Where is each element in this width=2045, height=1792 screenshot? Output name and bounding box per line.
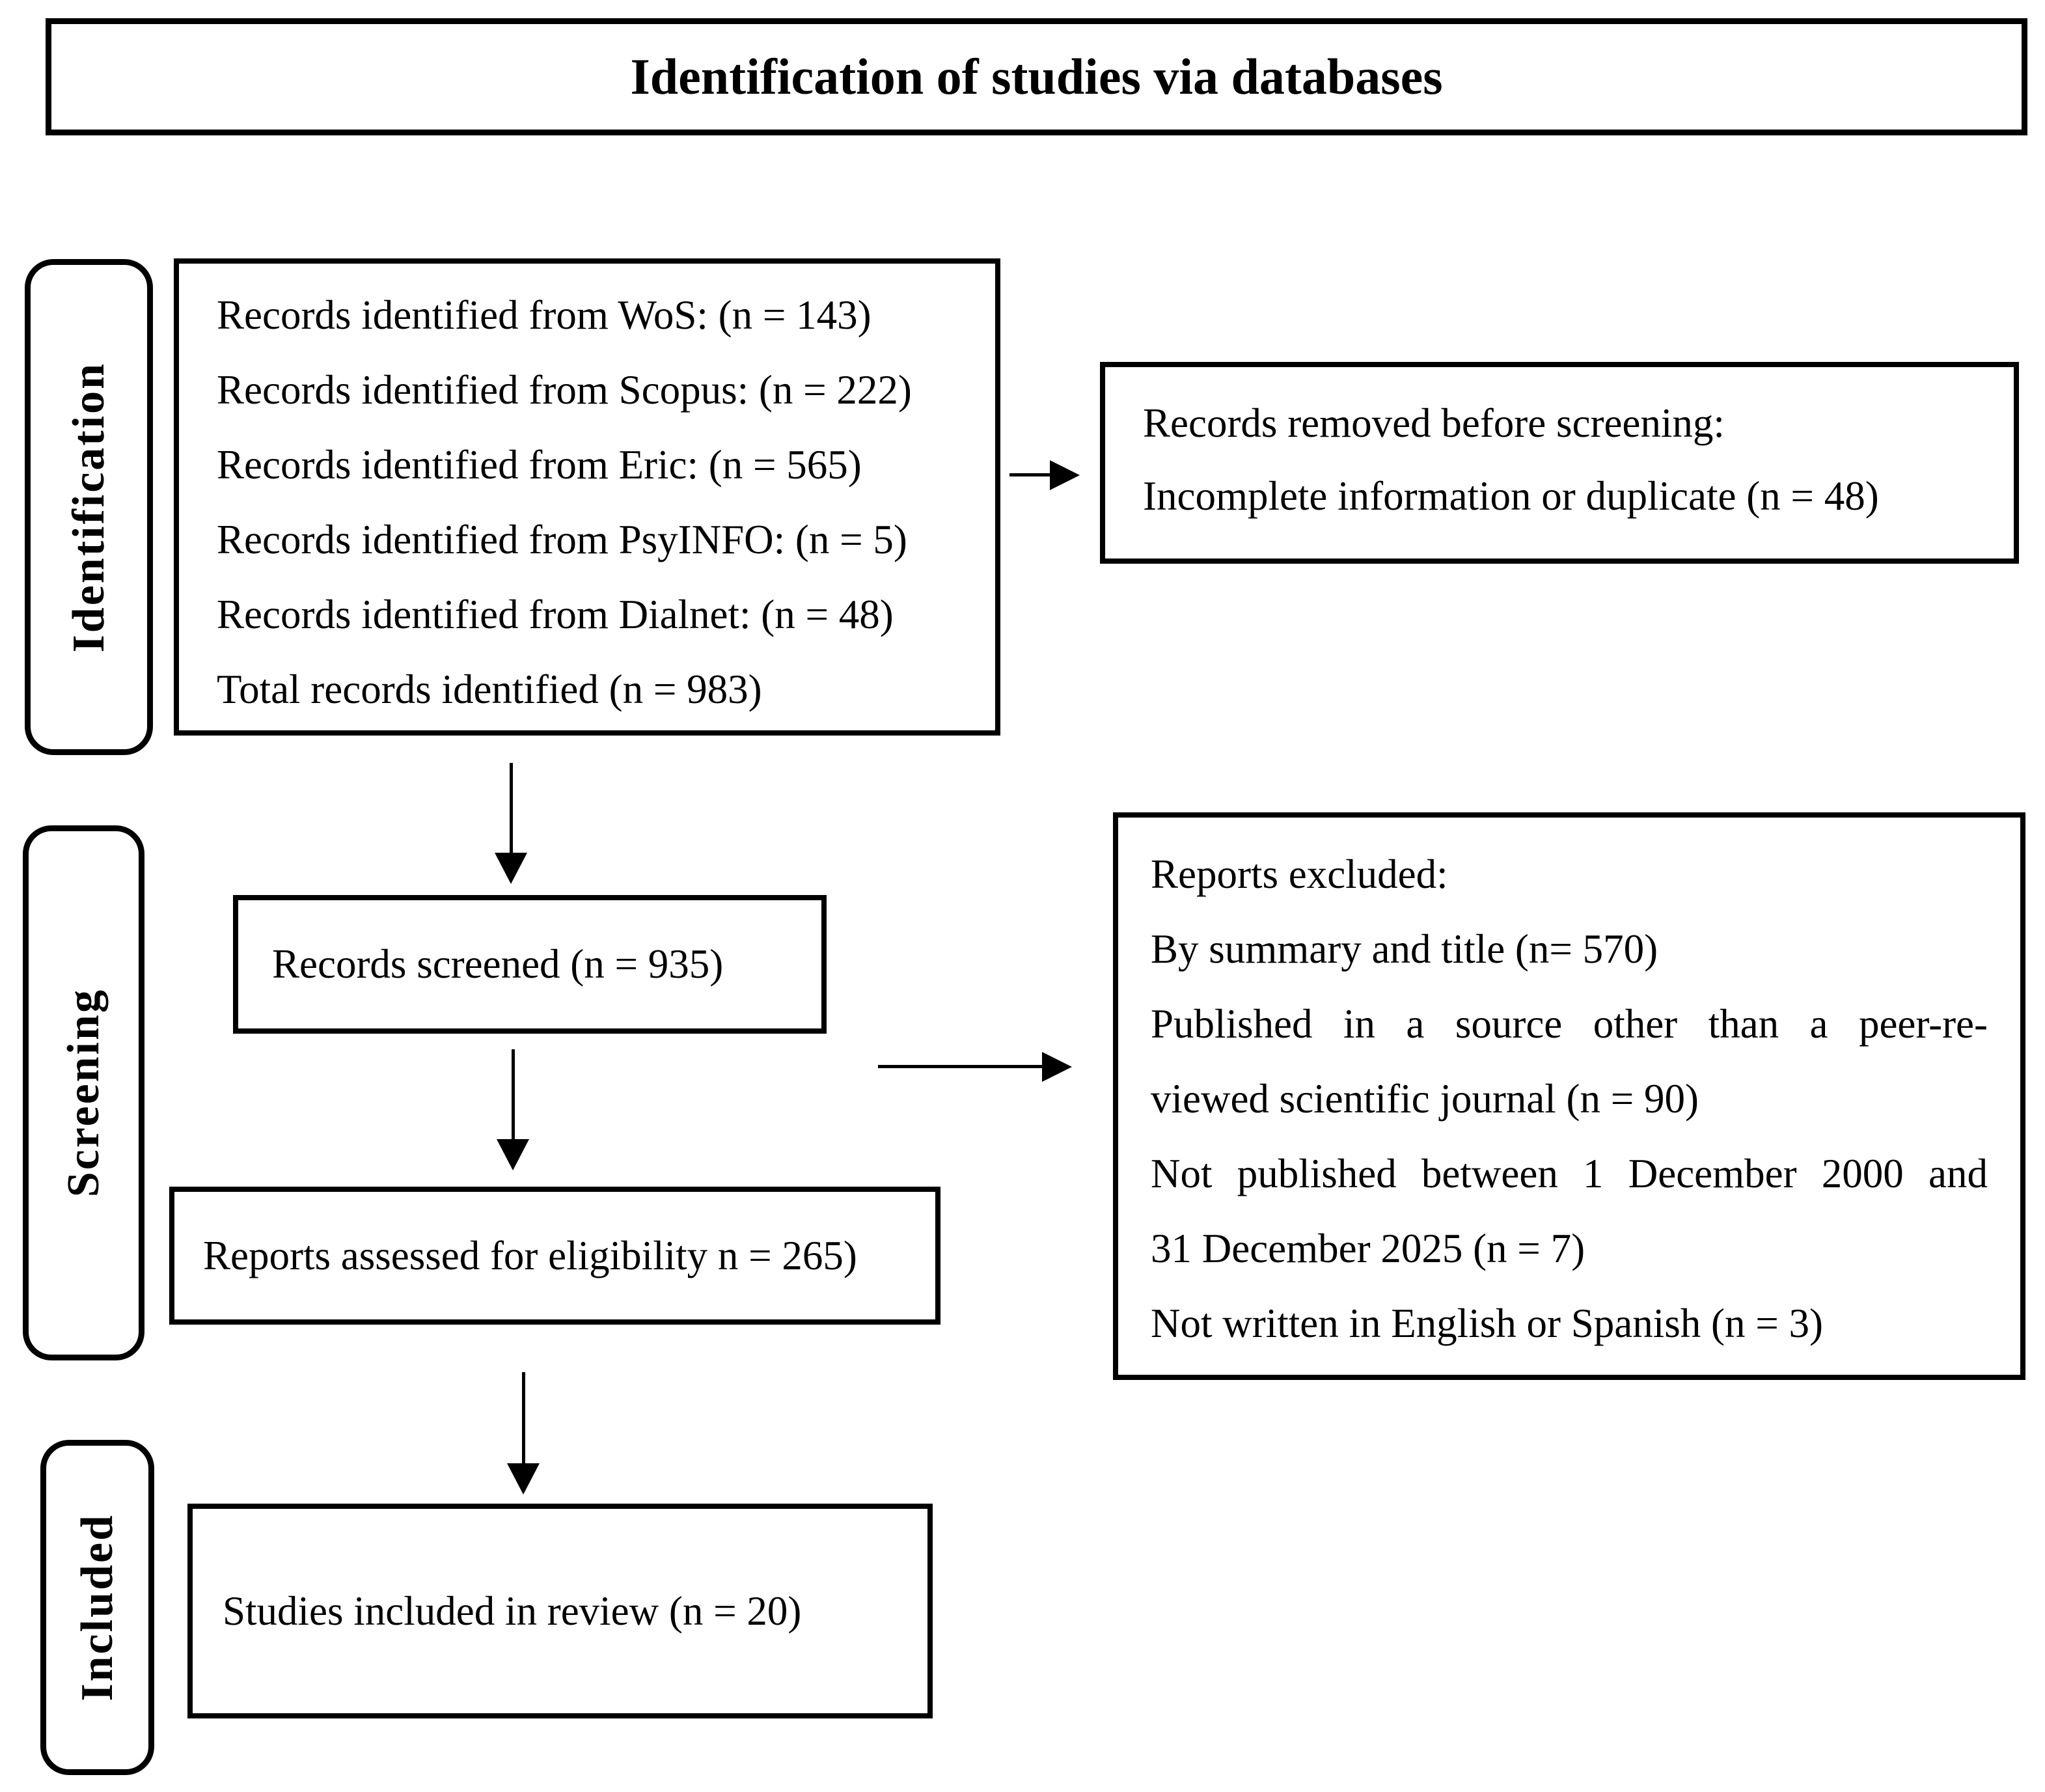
arrow-head-down-icon (497, 1139, 529, 1170)
records-removed-box: Records removed before screening: Incomp… (1100, 362, 2019, 564)
reports-assessed-text: Reports assessed for eligibility n = 265… (203, 1232, 857, 1278)
stage-label-identification: Identification (25, 259, 153, 755)
arrow-head-down-icon (495, 853, 527, 884)
records-identified-wos-line: Records identified from WoS: (n = 143) (217, 292, 872, 338)
records-identified-dialnet-line: Records identified from Dialnet: (n = 48… (217, 592, 894, 637)
arrow-assessed-to-included (507, 1372, 540, 1495)
records-identified-psyinfo-line: Records identified from PsyINFO: (n = 5) (217, 517, 907, 562)
studies-included-box: Studies included in review (n = 20) (187, 1504, 933, 1718)
studies-included-text: Studies included in review (n = 20) (223, 1588, 802, 1634)
records-screened-text: Records screened (n = 935) (272, 941, 724, 987)
title-box: Identification of studies via databases (46, 18, 2027, 135)
records-identified-scopus-line: Records identified from Scopus: (n = 222… (217, 367, 912, 413)
diagram-title: Identification of studies via databases (630, 48, 1443, 105)
reports-excluded-title-line: Reports excluded: (1151, 851, 1448, 897)
records-identified-total-line: Total records identified (n = 983) (217, 667, 762, 712)
records-identified-eric-line: Records identified from Eric: (n = 565) (217, 442, 862, 488)
reports-excluded-source-line-1: Published in a source other than a peer-… (1151, 1001, 1988, 1047)
arrow-head-right-icon (1042, 1052, 1072, 1082)
arrow-shaft (512, 1049, 515, 1140)
reports-excluded-box: Reports excluded: By summary and title (… (1113, 812, 2025, 1380)
arrow-shaft (878, 1065, 1046, 1068)
reports-excluded-dates-line-2: 31 December 2025 (n = 7) (1151, 1226, 1585, 1271)
arrow-shaft (510, 763, 513, 854)
reports-excluded-summary-line: By summary and title (n= 570) (1151, 926, 1658, 972)
arrow-screened-to-assessed (497, 1049, 529, 1170)
records-identified-box: Records identified from WoS: (n = 143) R… (174, 258, 1000, 736)
reports-assessed-box: Reports assessed for eligibility n = 265… (169, 1187, 940, 1325)
arrow-shaft (1009, 473, 1052, 476)
arrow-head-down-icon (507, 1463, 540, 1495)
stage-label-identification-text: Identification (63, 361, 114, 653)
arrow-head-right-icon (1050, 460, 1080, 490)
records-removed-reason-line: Incomplete information or duplicate (n =… (1143, 473, 1879, 519)
records-screened-box: Records screened (n = 935) (233, 895, 827, 1034)
arrow-shaft (522, 1372, 525, 1465)
reports-excluded-dates-line-1: Not published between 1 December 2000 an… (1151, 1151, 1988, 1196)
stage-label-screening-text: Screening (58, 988, 109, 1198)
stage-label-included: Included (40, 1440, 154, 1775)
records-removed-title-line: Records removed before screening: (1143, 400, 1725, 446)
arrow-identified-to-screened (495, 763, 527, 884)
reports-excluded-language-line: Not written in English or Spanish (n = 3… (1151, 1301, 1823, 1346)
stage-label-included-text: Included (72, 1513, 122, 1702)
arrow-identified-to-removed (1009, 460, 1081, 490)
stage-label-screening: Screening (23, 825, 144, 1360)
arrow-screening-to-excluded (878, 1052, 1073, 1082)
reports-excluded-source-line-2: viewed scientific journal (n = 90) (1151, 1076, 1699, 1122)
